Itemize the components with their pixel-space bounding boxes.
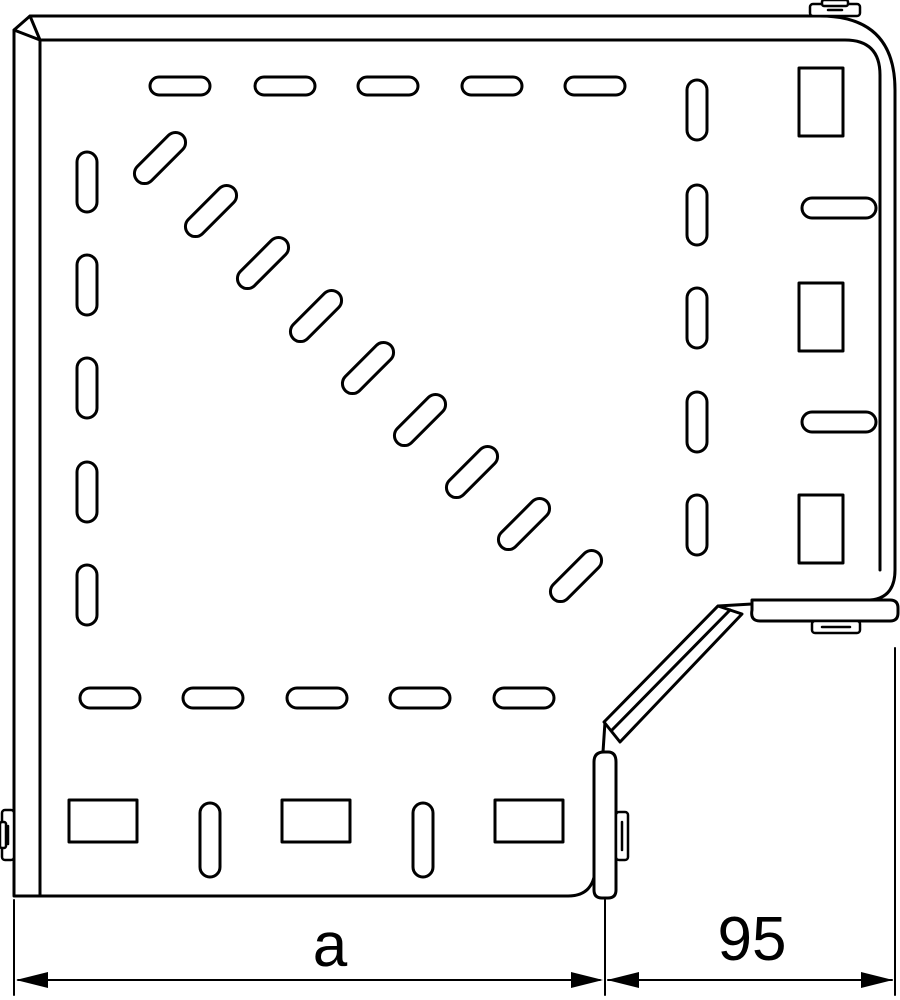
bottom-edge-holes xyxy=(67,798,565,879)
left-slot-column xyxy=(75,150,99,627)
right-edge-holes xyxy=(797,66,878,565)
angled-flange xyxy=(592,598,900,900)
bottom-slot-row xyxy=(78,686,556,710)
bolt-left-edge xyxy=(0,808,16,862)
bolt-bottom-tab xyxy=(614,810,630,862)
bolt-right-tab xyxy=(810,619,862,635)
bolts xyxy=(0,0,862,862)
dimension-lines xyxy=(13,647,896,996)
dimension-a-label: a xyxy=(313,911,348,980)
plate-outline xyxy=(12,14,897,898)
top-slot-row xyxy=(148,75,627,97)
dimension-95-label: 95 xyxy=(718,905,787,974)
bolt-top-right xyxy=(808,0,862,18)
right-slot-column xyxy=(685,78,709,557)
